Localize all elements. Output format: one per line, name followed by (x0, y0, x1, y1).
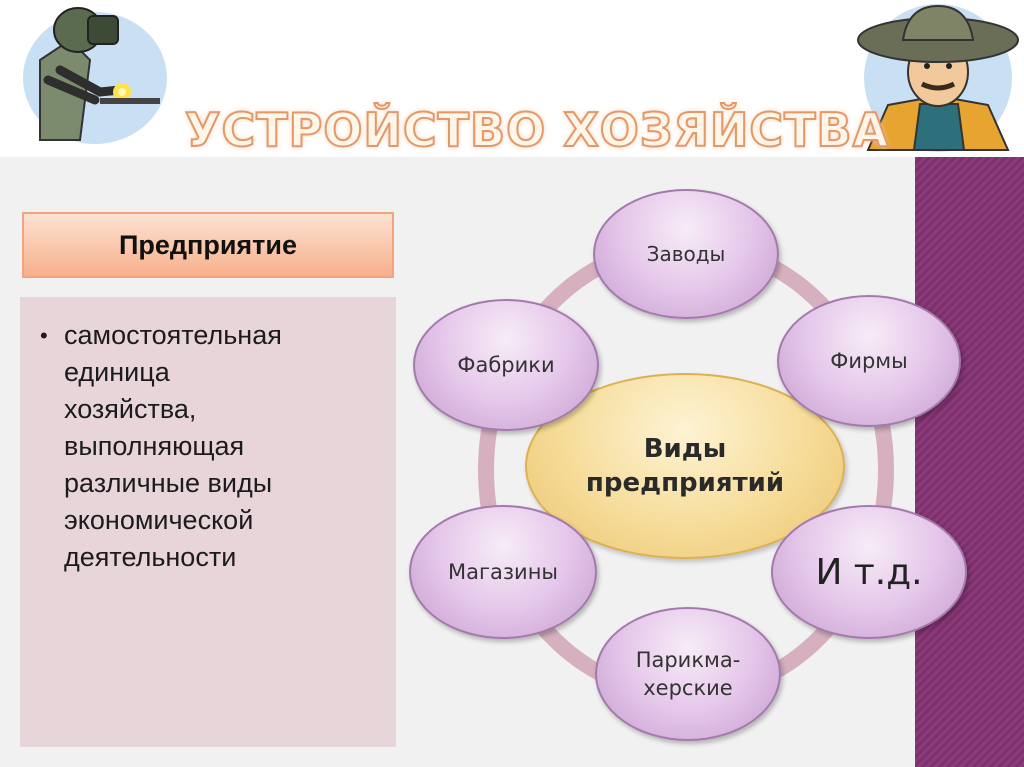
definition-line: выполняющая (40, 428, 382, 465)
definition-panel: • самостоятельная единица хозяйства, вып… (20, 297, 396, 747)
node-label: Парикма- (635, 648, 741, 672)
definition-line: экономической (40, 502, 382, 539)
node-label: Фирмы (830, 349, 908, 373)
node-label: Магазины (447, 560, 558, 584)
term-heading: Предприятие (22, 212, 394, 278)
bullet-icon: • (40, 323, 48, 348)
enterprise-types-diagram: Виды предприятий Заводы Фирмы И т.д. Пар… (405, 185, 967, 755)
node-label: И т.д. (815, 551, 923, 593)
definition-text: экономической (64, 505, 254, 535)
definition-line: хозяйства, (40, 391, 382, 428)
definition-line: • самостоятельная (40, 317, 382, 354)
definition-line: деятельности (40, 539, 382, 576)
node-label: херские (643, 676, 733, 700)
node-magaziny: Магазины (409, 505, 597, 639)
node-label: Заводы (646, 242, 726, 266)
definition-text: единица (64, 357, 170, 387)
center-label-line: предприятий (585, 468, 785, 498)
definition-line: различные виды (40, 465, 382, 502)
node-parikmaherskie: Парикма- херские (595, 607, 781, 741)
center-label-line: Виды (643, 434, 727, 464)
node-zavody: Заводы (593, 189, 779, 319)
node-label: Фабрики (457, 353, 555, 377)
page-title: УСТРОЙСТВО ХОЗЯЙСТВА (184, 102, 890, 158)
definition-text: выполняющая (64, 431, 245, 461)
node-itd: И т.д. (771, 505, 967, 639)
definition-text: самостоятельная (64, 320, 282, 350)
node-fabriki: Фабрики (413, 299, 599, 431)
farmer-icon (848, 0, 1024, 152)
definition-text: различные виды (64, 468, 273, 498)
welder-icon (0, 0, 170, 150)
decorative-side-strip (915, 157, 1024, 767)
node-firmy: Фирмы (777, 295, 961, 427)
definition-text: деятельности (64, 542, 237, 572)
definition-text: хозяйства, (64, 394, 197, 424)
definition-line: единица (40, 354, 382, 391)
